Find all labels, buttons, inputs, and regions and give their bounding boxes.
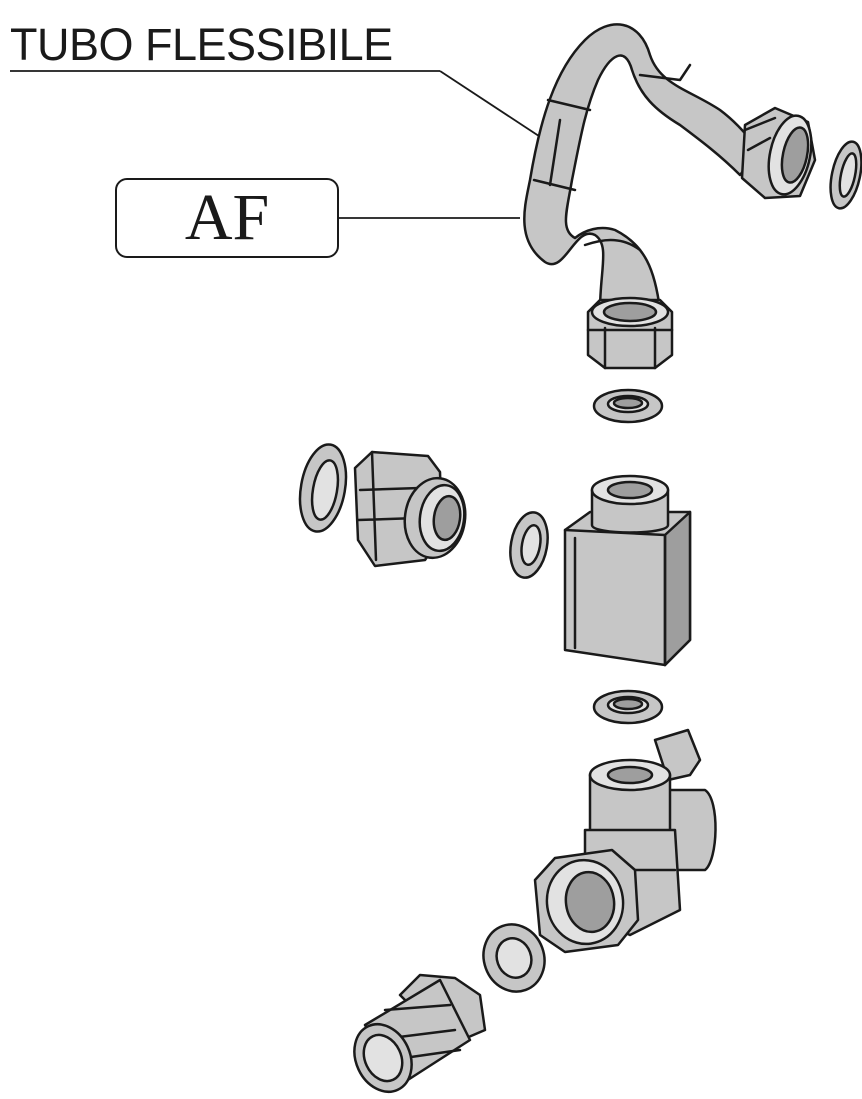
- hose-nut-bottom: [586, 296, 674, 370]
- washer-top-right: [829, 140, 862, 210]
- hose-nut-right: [740, 106, 817, 200]
- hose-leader-line: [439, 70, 549, 143]
- washer-lower: [592, 689, 664, 725]
- hose-tail-nipple: [353, 973, 487, 1093]
- square-body: [563, 474, 692, 667]
- washer-middle: [509, 511, 549, 579]
- washer-hose: [592, 388, 664, 424]
- washer-outlet: [482, 923, 546, 993]
- ball-valve-outlet-nut: [533, 848, 640, 954]
- flexible-hose: [523, 23, 762, 312]
- union-tail-left: [403, 476, 467, 560]
- washer-left: [298, 443, 348, 533]
- code-label: AF: [184, 181, 270, 254]
- code-label-box: AF: [115, 178, 339, 258]
- hose-label: TUBO FLESSIBILE: [10, 19, 393, 70]
